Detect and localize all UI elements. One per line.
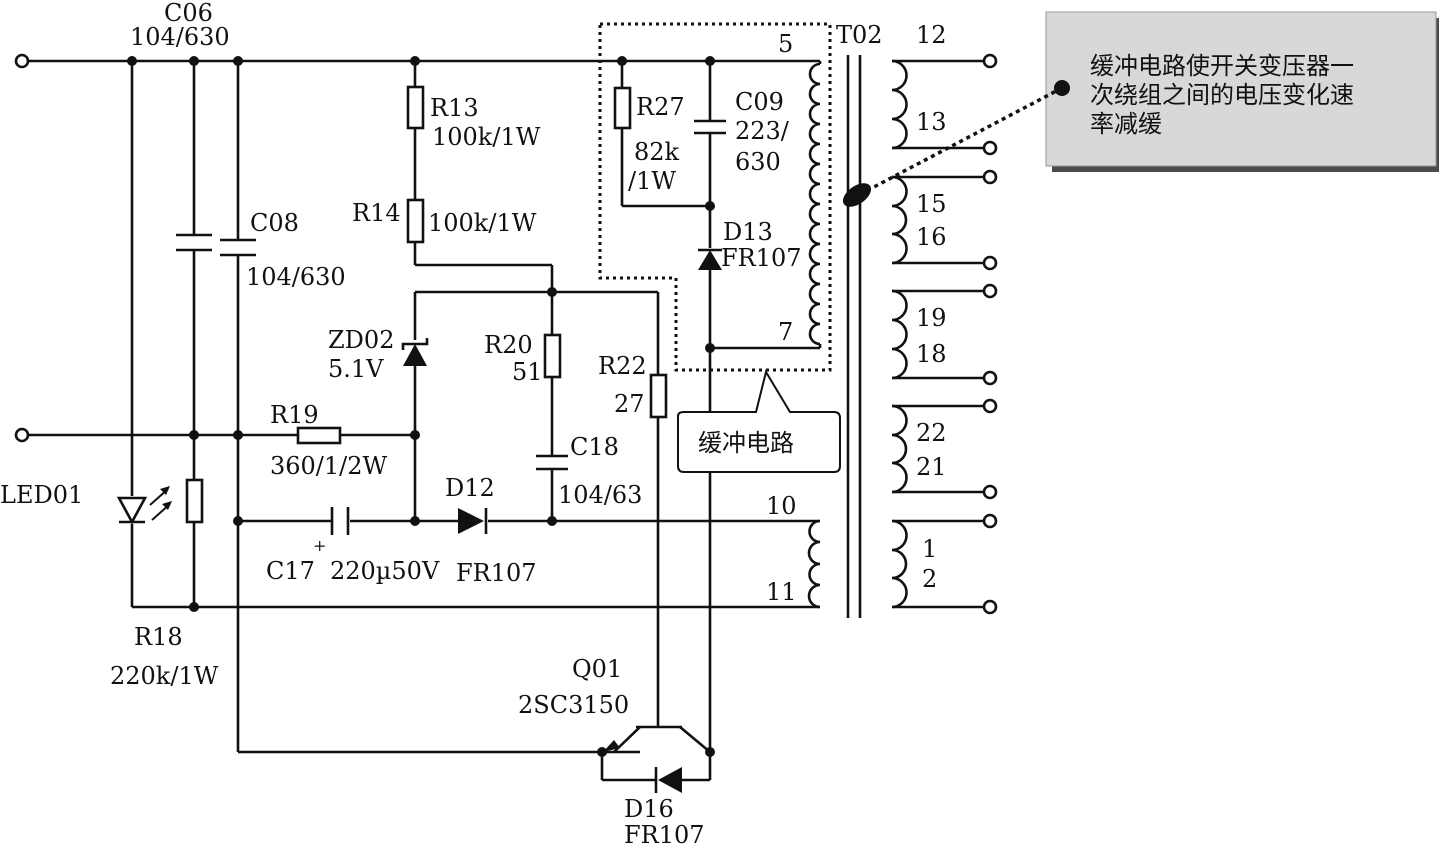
led-led01-symbol: [116, 486, 172, 525]
label-t02-name: T02: [836, 21, 883, 49]
resistor-r18-body: [185, 478, 204, 524]
label-c09-value-a: 223/: [735, 117, 790, 145]
label-d16-name: D16: [624, 795, 674, 823]
snubber-label-bubble: [677, 369, 841, 473]
pin-19-label: 19: [916, 304, 947, 332]
capacitor-c09-symbol: [694, 119, 726, 135]
capacitor-c18-symbol: [536, 454, 568, 471]
snubber-dotted-box: [598, 22, 832, 372]
label-r27-value-a: 82k: [634, 138, 680, 166]
label-d16-value: FR107: [624, 821, 705, 845]
resistor-r27-body: [613, 86, 632, 130]
label-r13-value: 100k/1W: [432, 123, 541, 151]
capacitor-c17-symbol: [330, 507, 350, 535]
diode-d16-symbol: [654, 767, 682, 793]
label-r22-value: 27: [614, 390, 645, 418]
label-c18-name: C18: [570, 433, 619, 461]
label-c08-name: C08: [250, 209, 299, 237]
resistor-r14-body: [406, 198, 425, 244]
label-c18-value: 104/63: [558, 481, 642, 509]
diode-d12-symbol: [458, 508, 488, 534]
label-d12-name: D12: [445, 474, 495, 502]
callout-pointer: [842, 80, 1070, 207]
pin-5-label: 5: [778, 30, 793, 58]
label-d13-name: D13: [723, 218, 773, 246]
label-r18-value: 220k/1W: [110, 662, 219, 690]
pin-13-label: 13: [916, 108, 947, 136]
wires: [22, 59, 988, 782]
label-led01-name: LED01: [0, 481, 83, 509]
label-r18-name: R18: [134, 623, 183, 651]
callout-text-line-3: 率减缓: [1090, 110, 1162, 138]
label-d13-value: FR107: [721, 244, 802, 272]
resistor-r20-body: [543, 333, 562, 379]
label-r13-name: R13: [430, 94, 479, 122]
pin-18-label: 18: [916, 340, 947, 368]
label-c09-value-b: 630: [735, 148, 781, 176]
label-r14-name: R14: [352, 199, 401, 227]
label-r20-name: R20: [484, 331, 533, 359]
label-c06-name: C06: [164, 0, 213, 27]
pin-10-label: 10: [766, 492, 797, 520]
terminals: [14, 53, 998, 615]
junction-dots: [127, 56, 715, 757]
callout-text-line-1: 缓冲电路使开关变压器一: [1090, 52, 1354, 80]
pin-22-label: 22: [916, 419, 947, 447]
label-c09-name: C09: [735, 88, 784, 116]
resistor-r19-body: [296, 426, 342, 445]
pin-16-label: 16: [916, 223, 947, 251]
label-d12-value: FR107: [456, 559, 537, 587]
transformer-t02: [807, 55, 908, 618]
label-r27-value-b: /1W: [628, 167, 676, 195]
pin-12-label: 12: [916, 21, 947, 49]
pin-2-label: 2: [922, 565, 937, 593]
snubber-label-text: 缓冲电路: [698, 429, 794, 457]
transistor-q01-symbol: [603, 725, 682, 753]
label-c08-value: 104/630: [246, 263, 346, 291]
pin-15-label: 15: [916, 190, 947, 218]
label-r27-name: R27: [636, 93, 685, 121]
zener-zd02-symbol: [401, 338, 429, 366]
capacitor-c06-symbol: [176, 233, 212, 252]
pin-labels: 5 7 10 11 12 13 15 16 19 18 22 21 1 2: [766, 21, 947, 606]
resistor-r13-body: [406, 85, 425, 130]
label-q01-value: 2SC3150: [518, 691, 629, 719]
label-c06-value: 104/630: [130, 23, 230, 51]
label-c17-name: C17: [266, 557, 315, 585]
pin-21-label: 21: [916, 453, 947, 481]
label-zd02-name: ZD02: [328, 326, 394, 354]
label-r20-value: 51: [512, 358, 543, 386]
pin-11-label: 11: [766, 578, 797, 606]
annotation-callout-box: [1045, 11, 1439, 172]
label-r19-value: 360/1/2W: [270, 452, 388, 480]
label-r19-name: R19: [270, 401, 319, 429]
annotation-text: 缓冲电路使开关变压器一 次绕组之间的电压变化速 率减缓 缓冲电路: [698, 52, 1354, 457]
component-labels: C06 104/630 C08 104/630 R13 100k/1W R14 …: [0, 0, 883, 845]
label-c17-polarity: +: [313, 536, 326, 555]
label-r22-name: R22: [598, 352, 647, 380]
resistor-r22-body: [649, 373, 668, 419]
label-c17-value: 220µ50V: [330, 557, 440, 585]
capacitor-c08-symbol: [220, 238, 256, 257]
label-zd02-value: 5.1V: [328, 355, 384, 383]
pin-7-label: 7: [778, 318, 793, 346]
pin-1-label: 1: [922, 535, 937, 563]
callout-text-line-2: 次绕组之间的电压变化速: [1090, 81, 1354, 109]
diode-d13-symbol: [698, 248, 722, 270]
label-q01-name: Q01: [572, 655, 622, 683]
label-r14-value: 100k/1W: [428, 209, 537, 237]
